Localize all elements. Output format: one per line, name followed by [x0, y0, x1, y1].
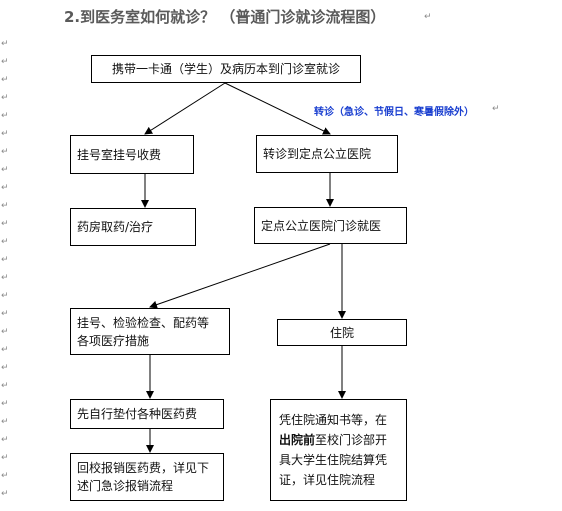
paragraph-mark: ↵	[1, 75, 9, 85]
paragraph-mark: ↵	[1, 219, 9, 229]
transfer-note: 转诊（急诊、节假日、寒暑假除外）	[314, 107, 474, 118]
paragraph-mark: ↵	[1, 471, 9, 481]
paragraph-mark: ↵	[1, 237, 9, 247]
paragraph-mark: ↵	[1, 57, 9, 67]
hospitalize-box: 住院	[277, 319, 407, 346]
public-hospital-box: 定点公立医院门诊就医	[254, 207, 407, 244]
pay-box: 先自行垫付各种医药费	[70, 399, 224, 429]
reimburse-label: 回校报销医药费，详见下 述门急诊报销流程	[77, 461, 210, 493]
paragraph-mark: ↵	[1, 201, 9, 211]
paragraph-mark: ↵	[1, 417, 9, 427]
voucher-text-post: 至校门诊部开具大学生住院结算凭证，详见住院流程	[279, 433, 388, 487]
register-box: 挂号室挂号收费	[70, 135, 194, 174]
paragraph-mark: ↵	[1, 291, 9, 301]
start-label: 携带一卡通（学生）及病历本到门诊室就诊	[111, 62, 340, 76]
arrow-start-to-transfer	[224, 82, 331, 135]
paragraph-mark: ↵	[1, 165, 9, 175]
voucher-text-pre: 凭住院通知书等，在	[279, 413, 388, 427]
paragraph-mark: ↵	[1, 399, 9, 409]
paragraph-mark: ↵	[1, 453, 9, 463]
transfer-box: 转诊到定点公立医院	[256, 135, 398, 173]
paragraph-mark: ↵	[1, 273, 9, 283]
paragraph-mark: ↵	[1, 93, 9, 103]
exam-label: 挂号、检验检查、配药等 各项医疗措施	[77, 315, 210, 348]
transfer-label: 转诊到定点公立医院	[263, 147, 372, 161]
paragraph-mark: ↵	[1, 363, 9, 373]
paragraph-mark: ↵	[1, 129, 9, 139]
paragraph-mark: ↵	[424, 12, 432, 22]
start-box: 携带一卡通（学生）及病历本到门诊室就诊	[91, 55, 361, 83]
paragraph-mark: ↵	[1, 327, 9, 337]
paragraph-marks-column: ↵ ↵ ↵ ↵ ↵ ↵ ↵ ↵ ↵ ↵ ↵ ↵ ↵ ↵ ↵ ↵ ↵ ↵ ↵ ↵ …	[0, 0, 10, 511]
paragraph-mark: ↵	[1, 255, 9, 265]
voucher-box: 凭住院通知书等，在出院前至校门诊部开具大学生住院结算凭证，详见住院流程	[270, 399, 407, 501]
paragraph-mark: ↵	[492, 104, 500, 114]
public-hospital-label: 定点公立医院门诊就医	[261, 218, 382, 233]
paragraph-mark: ↵	[1, 345, 9, 355]
arrow-start-to-register	[144, 82, 226, 135]
exam-box: 挂号、检验检查、配药等 各项医疗措施	[70, 308, 230, 355]
paragraph-mark: ↵	[1, 183, 9, 193]
pay-label: 先自行垫付各种医药费	[77, 407, 198, 421]
register-label: 挂号室挂号收费	[77, 147, 162, 162]
pharmacy-label: 药房取药/治疗	[77, 220, 154, 234]
paragraph-mark: ↵	[1, 111, 9, 121]
voucher-text-bold: 出院前	[279, 433, 316, 447]
paragraph-mark: ↵	[1, 309, 9, 319]
reimburse-box: 回校报销医药费，详见下 述门急诊报销流程	[70, 453, 224, 501]
pharmacy-box: 药房取药/治疗	[70, 208, 196, 246]
paragraph-mark: ↵	[1, 147, 9, 157]
arrow-hospital-to-exam	[149, 243, 331, 309]
paragraph-mark: ↵	[1, 39, 9, 49]
paragraph-mark: ↵	[1, 381, 9, 391]
hospitalize-label: 住院	[329, 325, 354, 340]
page-title: 2.到医务室如何就诊？ （普通门诊就诊流程图）	[64, 8, 386, 26]
paragraph-mark: ↵	[1, 489, 9, 499]
voucher-text: 凭住院通知书等，在出院前至校门诊部开具大学生住院结算凭证，详见住院流程	[279, 410, 398, 490]
paragraph-mark: ↵	[1, 435, 9, 445]
